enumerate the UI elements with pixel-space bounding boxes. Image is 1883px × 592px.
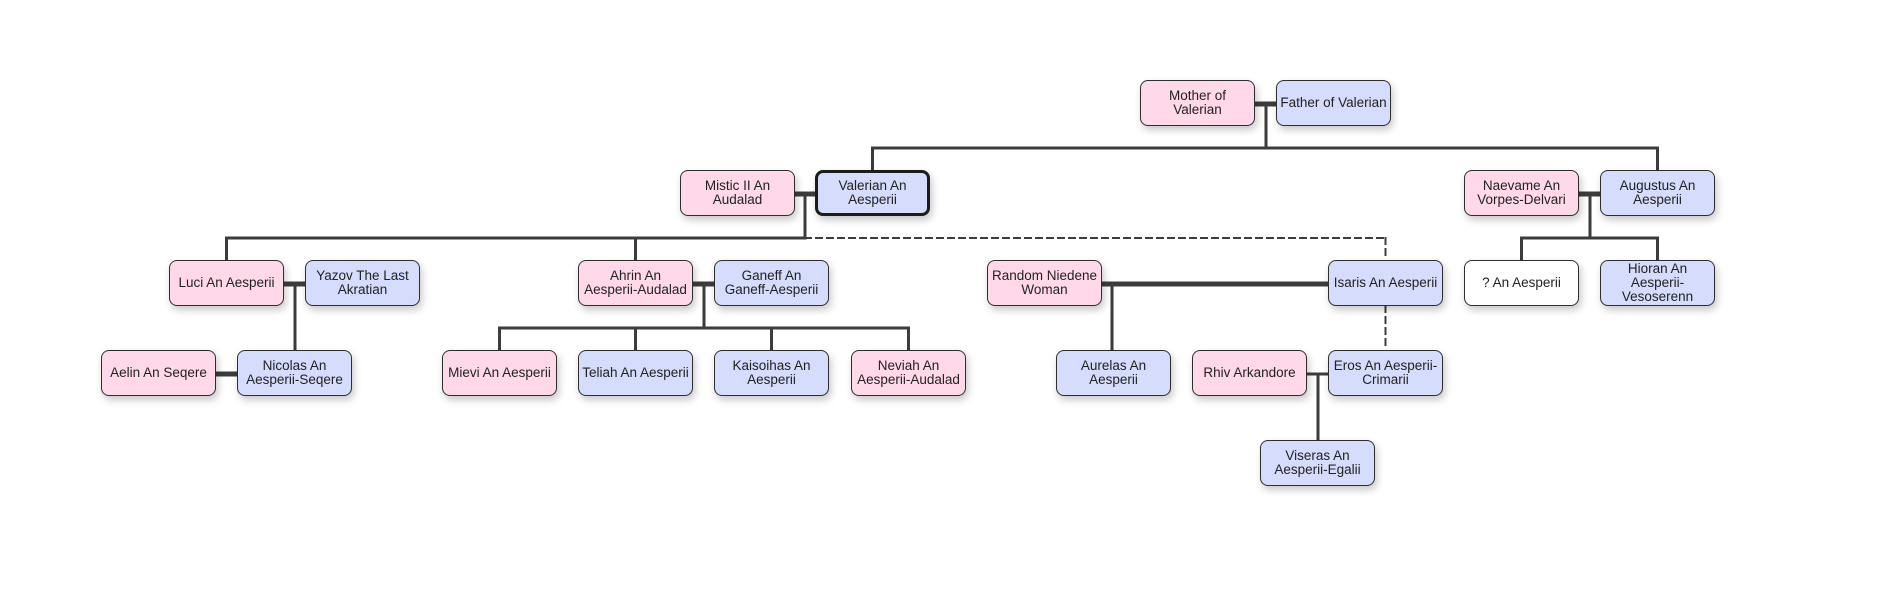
person-node-neviah[interactable]: Neviah An Aesperii-Audalad [851, 350, 966, 396]
person-node-augustus[interactable]: Augustus An Aesperii [1600, 170, 1715, 216]
person-node-valerian[interactable]: Valerian An Aesperii [815, 170, 930, 216]
person-node-luci[interactable]: Luci An Aesperii [169, 260, 284, 306]
person-node-ganeff[interactable]: Ganeff An Ganeff-Aesperii [714, 260, 829, 306]
person-node-ahrin[interactable]: Ahrin An Aesperii-Audalad [578, 260, 693, 306]
person-node-mother-of-valerian[interactable]: Mother of Valerian [1140, 80, 1255, 126]
person-node-eros[interactable]: Eros An Aesperii-Crimarii [1328, 350, 1443, 396]
person-node-random-niedene-woman[interactable]: Random Niedene Woman [987, 260, 1102, 306]
person-node-viseras[interactable]: Viseras An Aesperii-Egalii [1260, 440, 1375, 486]
person-node-kaisoihas[interactable]: Kaisoihas An Aesperii [714, 350, 829, 396]
person-node-yazov[interactable]: Yazov The Last Akratian [305, 260, 420, 306]
person-node-rhiv[interactable]: Rhiv Arkandore [1192, 350, 1307, 396]
person-node-father-of-valerian[interactable]: Father of Valerian [1276, 80, 1391, 126]
person-node-naevame[interactable]: Naevame An Vorpes-Delvari [1464, 170, 1579, 216]
person-node-isaris[interactable]: Isaris An Aesperii [1328, 260, 1443, 306]
person-node-teliah[interactable]: Teliah An Aesperii [578, 350, 693, 396]
person-node-hioran[interactable]: Hioran An Aesperii-Vesoserenn [1600, 260, 1715, 306]
person-node-mievi[interactable]: Mievi An Aesperii [442, 350, 557, 396]
person-node-unknown-aesperii[interactable]: ? An Aesperii [1464, 260, 1579, 306]
person-node-aelin[interactable]: Aelin An Seqere [101, 350, 216, 396]
person-node-aurelas[interactable]: Aurelas An Aesperii [1056, 350, 1171, 396]
person-node-nicolas[interactable]: Nicolas An Aesperii-Seqere [237, 350, 352, 396]
person-node-mistic[interactable]: Mistic II An Audalad [680, 170, 795, 216]
